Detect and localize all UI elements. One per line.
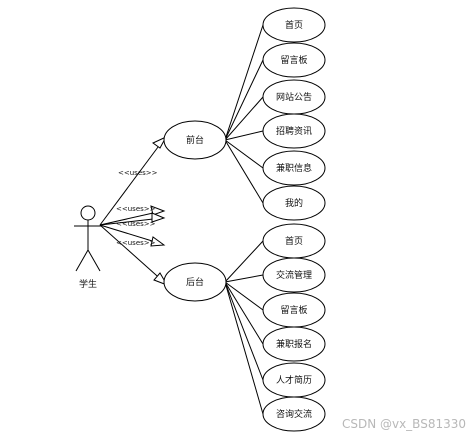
use-case-front-4-ellipse [262, 113, 326, 149]
use-case-back-6-label: 咨询交流 [276, 408, 312, 420]
use-case-front-1-label: 首页 [285, 19, 303, 31]
use-case-front-6-label: 我的 [285, 197, 303, 209]
uses-arrows: <<uses>> <<uses>> <<uses>> <<uses>> [99, 135, 169, 286]
hub-front-ellipse [163, 120, 227, 160]
arrowhead-mid-1 [150, 205, 166, 216]
use-case-front-6-ellipse [262, 185, 326, 221]
actor-head [80, 205, 96, 221]
hub-back-label: 后台 [186, 276, 204, 288]
use-case-front-5[interactable]: 兼职信息 [262, 150, 326, 186]
use-case-front-2-ellipse [262, 42, 326, 78]
link-front-3 [224, 96, 264, 141]
use-case-back-3-label: 留言板 [280, 304, 307, 316]
hub-front[interactable]: 前台 [163, 120, 227, 160]
use-case-back-1-label: 首页 [285, 235, 303, 247]
actor-right-leg [87, 249, 101, 272]
use-case-front-4[interactable]: 招聘资讯 [262, 113, 326, 149]
arrowhead-mid-3 [150, 236, 166, 247]
use-case-front-1-ellipse [262, 7, 326, 43]
uses-label-3: <<uses>> [116, 220, 156, 228]
use-case-front-6[interactable]: 我的 [262, 185, 326, 221]
arrow-to-front [99, 138, 165, 226]
use-case-back-5[interactable]: 人才简历 [262, 362, 326, 398]
watermark: CSDN @vx_BS81330 [342, 417, 466, 431]
use-case-back-6-ellipse [262, 396, 326, 432]
use-case-back-2[interactable]: 交流管理 [262, 257, 326, 293]
use-case-back-3[interactable]: 留言板 [262, 292, 326, 328]
uses-label-1: <<uses>> [118, 169, 158, 177]
arrowhead-front [152, 135, 168, 149]
hub-front-label: 前台 [186, 134, 204, 146]
uses-label-2: <<uses>> [116, 205, 156, 213]
use-case-front-2-label: 留言板 [280, 54, 307, 66]
link-back-6 [224, 281, 264, 415]
actor-left-leg [75, 249, 89, 272]
actor-label: 学生 [79, 278, 97, 290]
use-case-front-5-label: 兼职信息 [276, 162, 312, 174]
use-case-front-3[interactable]: 网站公告 [262, 79, 326, 115]
link-back-4 [224, 281, 264, 345]
link-back-1 [224, 240, 264, 283]
hub-back-ellipse [163, 262, 227, 302]
front-links [224, 24, 264, 204]
use-case-front-3-label: 网站公告 [276, 91, 312, 103]
link-front-6 [224, 139, 264, 204]
use-case-back-1[interactable]: 首页 [262, 223, 326, 259]
use-case-back-5-label: 人才简历 [276, 374, 312, 386]
uses-label-4: <<uses>> [116, 239, 156, 247]
link-back-3 [224, 281, 264, 311]
use-case-front-2[interactable]: 留言板 [262, 42, 326, 78]
hub-back[interactable]: 后台 [163, 262, 227, 302]
use-case-back-4-label: 兼职报名 [276, 338, 312, 350]
use-case-back-4[interactable]: 兼职报名 [262, 326, 326, 362]
use-case-back-2-ellipse [262, 257, 326, 293]
arrow-to-back [99, 224, 166, 284]
link-back-5 [224, 281, 264, 381]
use-case-back-6[interactable]: 咨询交流 [262, 396, 326, 432]
use-case-front-5-ellipse [262, 150, 326, 186]
link-back-2 [224, 274, 264, 283]
link-front-2 [224, 59, 264, 141]
use-case-front-4-label: 招聘资讯 [276, 125, 312, 137]
arrowhead-mid-2 [151, 212, 166, 223]
use-case-back-4-ellipse [262, 326, 326, 362]
link-front-1 [224, 24, 264, 141]
link-front-5 [224, 139, 264, 169]
link-front-4 [224, 130, 264, 141]
back-links [224, 240, 264, 415]
use-case-back-2-label: 交流管理 [276, 269, 312, 281]
actor-student[interactable]: 学生 [74, 205, 102, 290]
use-case-front-1[interactable]: 首页 [262, 7, 326, 43]
